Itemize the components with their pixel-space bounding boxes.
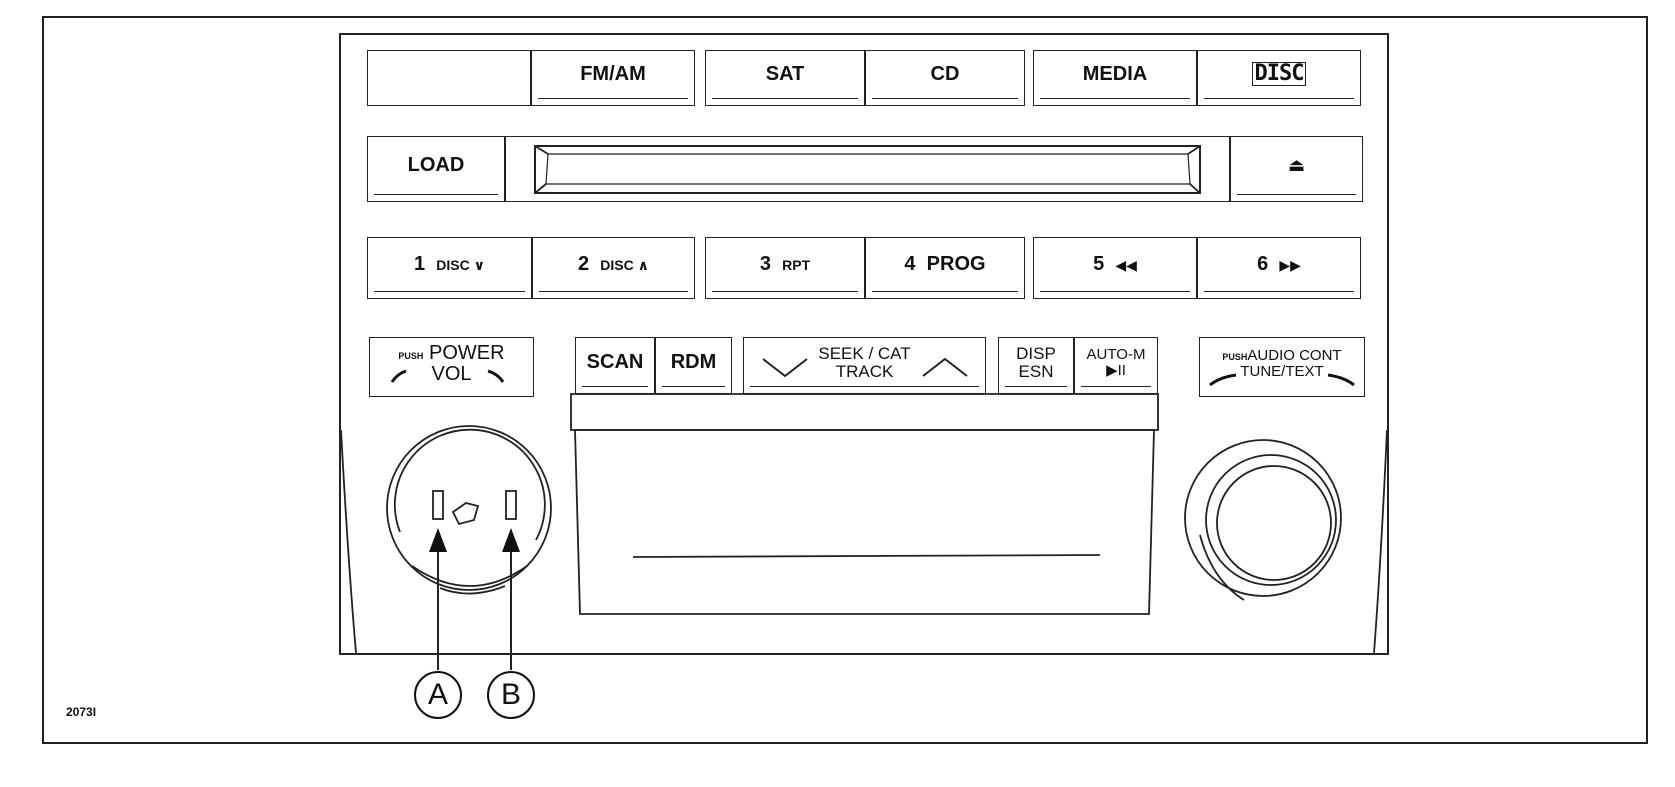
play-pause-icon: ▶II — [1106, 361, 1126, 379]
slot-b-indicator — [505, 490, 517, 520]
rdm-button[interactable]: RDM — [655, 337, 732, 394]
compact-disc-logo: DISC — [1251, 62, 1307, 86]
seek-down-icon — [762, 358, 808, 378]
preset-5-rewind-button[interactable]: 5 ◀◀ — [1033, 237, 1197, 299]
preset-1-disc-down-button[interactable]: 1 DISC ∨ — [367, 237, 532, 299]
sat-button[interactable]: SAT — [705, 50, 865, 106]
tune-up-icon — [1327, 373, 1355, 387]
preset-2-disc-up-button[interactable]: 2 DISC ∧ — [532, 237, 695, 299]
figure-frame — [42, 16, 1648, 744]
arrow-b-icon — [502, 528, 520, 552]
radio-faceplate — [339, 33, 1389, 655]
callout-leader-lines — [437, 545, 512, 670]
tune-text-knob — [1184, 439, 1342, 601]
media-button[interactable]: MEDIA — [1033, 50, 1197, 106]
callout-b: B — [487, 671, 535, 719]
tune-down-icon — [1209, 373, 1237, 387]
power-volume-label: PUSH POWER VOL — [369, 337, 534, 397]
rewind-icon: ◀◀ — [1115, 257, 1137, 273]
preset-4-prog-button[interactable]: 4 PROG — [865, 237, 1025, 299]
display-window — [570, 393, 1159, 615]
volume-down-icon — [390, 369, 407, 383]
figure-id: 2073I — [66, 705, 97, 719]
preset-3-rpt-button[interactable]: 3 RPT — [705, 237, 865, 299]
seek-track-button[interactable]: SEEK / CAT TRACK — [743, 337, 986, 394]
fm-am-button[interactable]: FM/AM — [531, 50, 695, 106]
eject-button[interactable]: ⏏ — [1230, 136, 1363, 202]
seek-up-icon — [922, 357, 968, 377]
callout-a: A — [414, 671, 462, 719]
auto-m-play-pause-button[interactable]: AUTO-M ▶II — [1074, 337, 1158, 394]
volume-up-icon — [487, 369, 505, 383]
arrow-a-icon — [429, 528, 447, 552]
fast-forward-icon: ▶▶ — [1279, 257, 1301, 273]
audio-tune-label: PUSHAUDIO CONT TUNE/TEXT — [1199, 337, 1365, 397]
load-button[interactable]: LOAD — [367, 136, 505, 202]
disc-slot — [534, 145, 1201, 194]
disc-logo-panel: DISC — [1197, 50, 1361, 106]
preset-6-fast-forward-button[interactable]: 6 ▶▶ — [1197, 237, 1361, 299]
disp-esn-button[interactable]: DISP ESN — [998, 337, 1074, 394]
slot-a-indicator — [432, 490, 444, 520]
eject-icon: ⏏ — [1287, 155, 1305, 175]
blank-button[interactable] — [367, 50, 531, 106]
power-volume-knob — [386, 425, 552, 595]
cd-button[interactable]: CD — [865, 50, 1025, 106]
knob-marker — [451, 502, 480, 526]
